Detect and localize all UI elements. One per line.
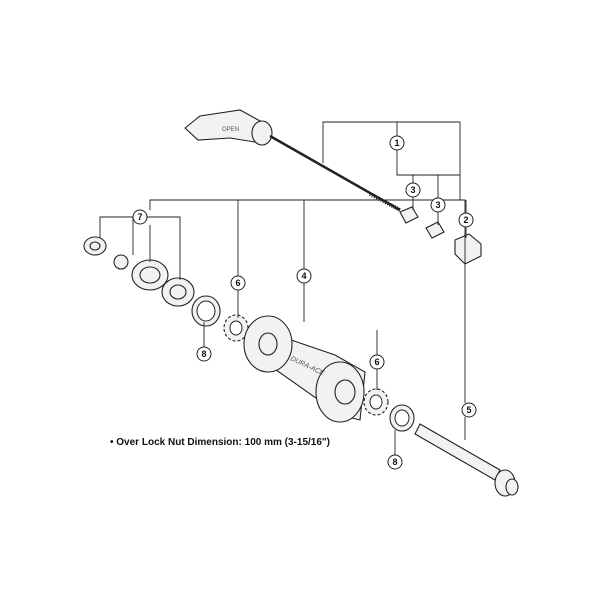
callout-5: 5: [461, 402, 477, 418]
dust-seal-right: [389, 404, 415, 432]
svg-text:7: 7: [137, 212, 142, 222]
callout-2: 2: [458, 212, 474, 228]
svg-text:2: 2: [463, 215, 468, 225]
svg-text:1: 1: [394, 138, 399, 148]
hub-axle: [414, 423, 519, 497]
bearing-retainer-right: [363, 388, 389, 416]
svg-text:6: 6: [374, 357, 379, 367]
callout-8a: 8: [196, 346, 212, 362]
callout-3a: 3: [405, 182, 421, 198]
dust-seal-left: [191, 295, 221, 327]
callout-6a: 6: [230, 275, 246, 291]
leader-lines: [99, 121, 467, 455]
callout-4: 4: [296, 268, 312, 284]
spacer-washer: [113, 254, 129, 270]
skewer-rod: [269, 134, 401, 212]
callout-6b: 6: [369, 354, 385, 370]
spring-2: [425, 221, 445, 239]
svg-text:3: 3: [410, 185, 415, 195]
callout-7: 7: [132, 209, 148, 225]
hub-body: DURA-ACE: [243, 315, 366, 423]
lock-nut: [83, 236, 107, 256]
adjusting-nut: [454, 233, 482, 265]
svg-text:8: 8: [201, 349, 206, 359]
cone-left: [131, 259, 169, 291]
quick-release-lever: OPEN: [184, 109, 273, 146]
spring-1: [399, 206, 419, 224]
svg-text:4: 4: [301, 271, 306, 281]
callout-1: 1: [389, 135, 405, 151]
callout-8b: 8: [387, 454, 403, 470]
svg-text:5: 5: [466, 405, 471, 415]
svg-text:OPEN: OPEN: [222, 127, 239, 133]
skewer-thread: [369, 192, 401, 212]
svg-text:3: 3: [435, 200, 440, 210]
cone-right: [161, 277, 195, 307]
callout-3b: 3: [430, 197, 446, 213]
svg-text:6: 6: [235, 278, 240, 288]
over-lock-nut-dimension-note: • Over Lock Nut Dimension: 100 mm (3-15/…: [110, 437, 330, 448]
svg-text:8: 8: [392, 457, 397, 467]
